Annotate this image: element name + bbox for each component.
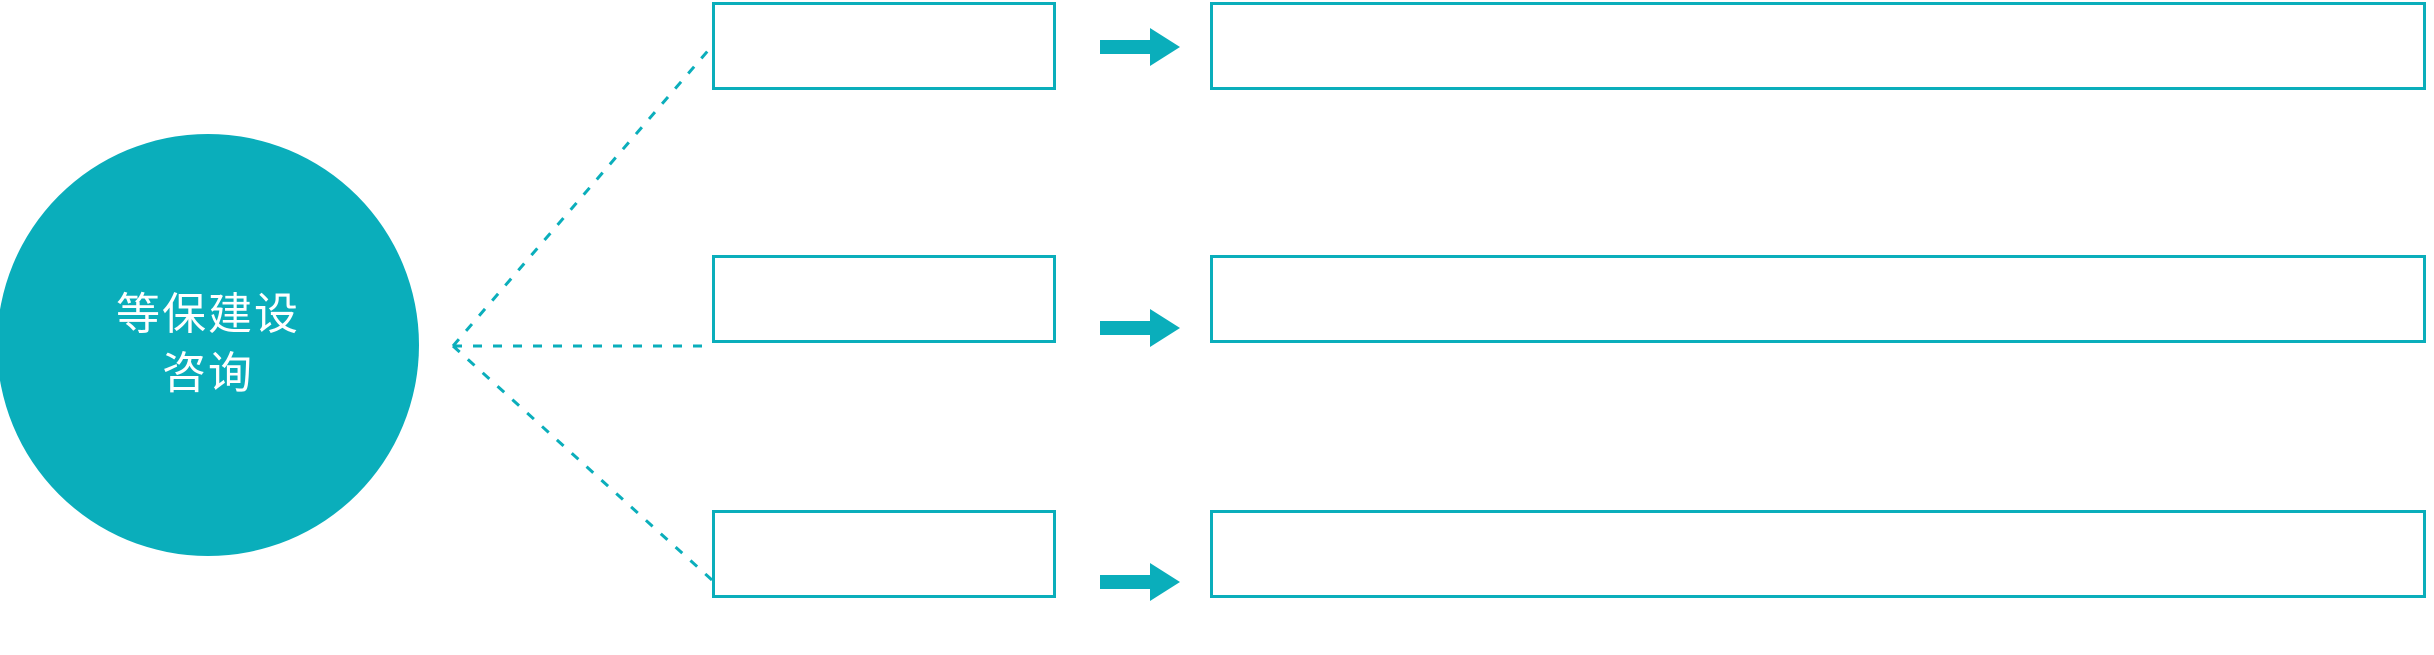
hub-node[interactable]: 等保建设 咨询	[0, 134, 419, 556]
stage-box-3[interactable]	[712, 510, 1056, 598]
connector-to-row-1	[451, 45, 714, 347]
detail-box-1[interactable]	[1210, 2, 2426, 90]
right-arrow-icon	[1100, 28, 1180, 66]
right-arrow-icon	[1100, 309, 1180, 347]
flow-arrow-1	[1100, 28, 1180, 66]
detail-box-3[interactable]	[1210, 510, 2426, 598]
stage-box-2[interactable]	[712, 255, 1056, 343]
flow-arrow-3	[1100, 563, 1180, 601]
detail-box-2[interactable]	[1210, 255, 2426, 343]
right-arrow-icon	[1100, 563, 1180, 601]
connector-to-row-3	[451, 344, 714, 582]
stage-box-1[interactable]	[712, 2, 1056, 90]
flow-arrow-2	[1100, 309, 1180, 347]
hub-label: 等保建设 咨询	[116, 290, 300, 398]
